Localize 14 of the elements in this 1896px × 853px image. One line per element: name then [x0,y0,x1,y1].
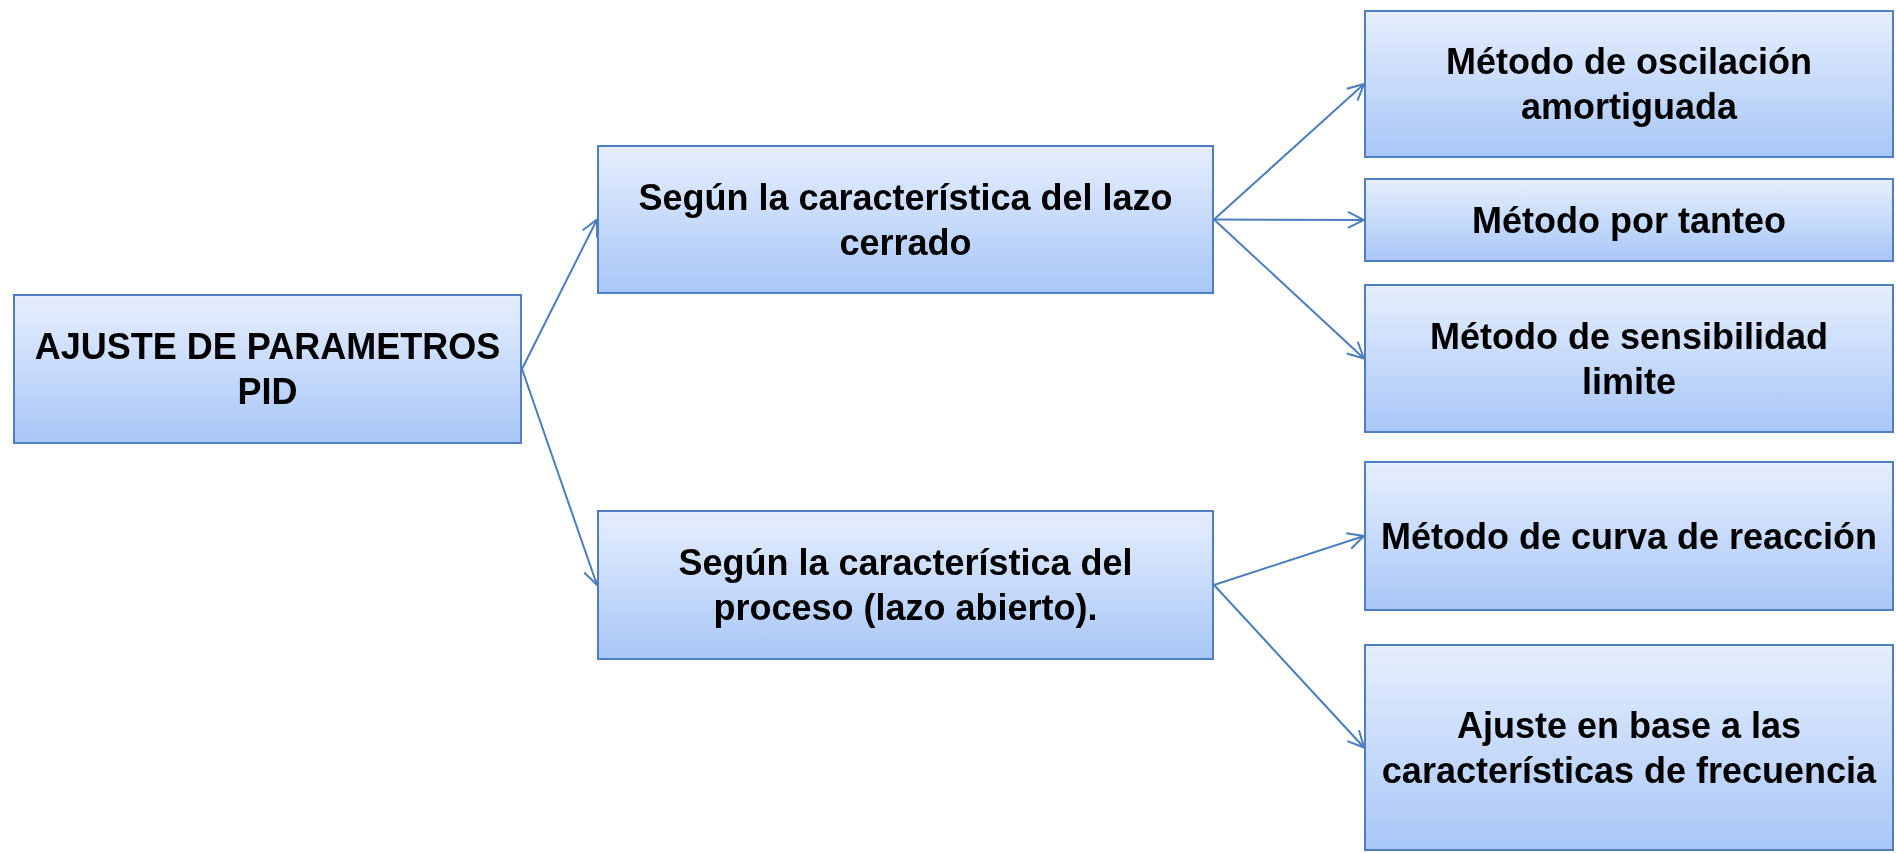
arrow [1213,218,1365,360]
arrow [521,218,598,370]
arrow [1213,584,1365,749]
arrow [1213,210,1365,229]
arrow [1213,532,1365,586]
process-box: Método de oscilación amortiguada [1364,10,1894,158]
process-box: Según la característica del lazo cerrado [597,145,1214,294]
process-box: Según la característica del proceso (lazo abierto). [597,510,1214,660]
process-box: Método por tanteo [1364,178,1894,262]
arrow [1213,83,1365,221]
process-box: Método de sensibilidad limite [1364,284,1894,433]
process-box: AJUSTE DE PARAMETROS PID [13,294,522,444]
process-box: Ajuste en base a las características de frecuencia [1364,644,1894,851]
process-box: Método de curva de reacción [1364,461,1894,611]
